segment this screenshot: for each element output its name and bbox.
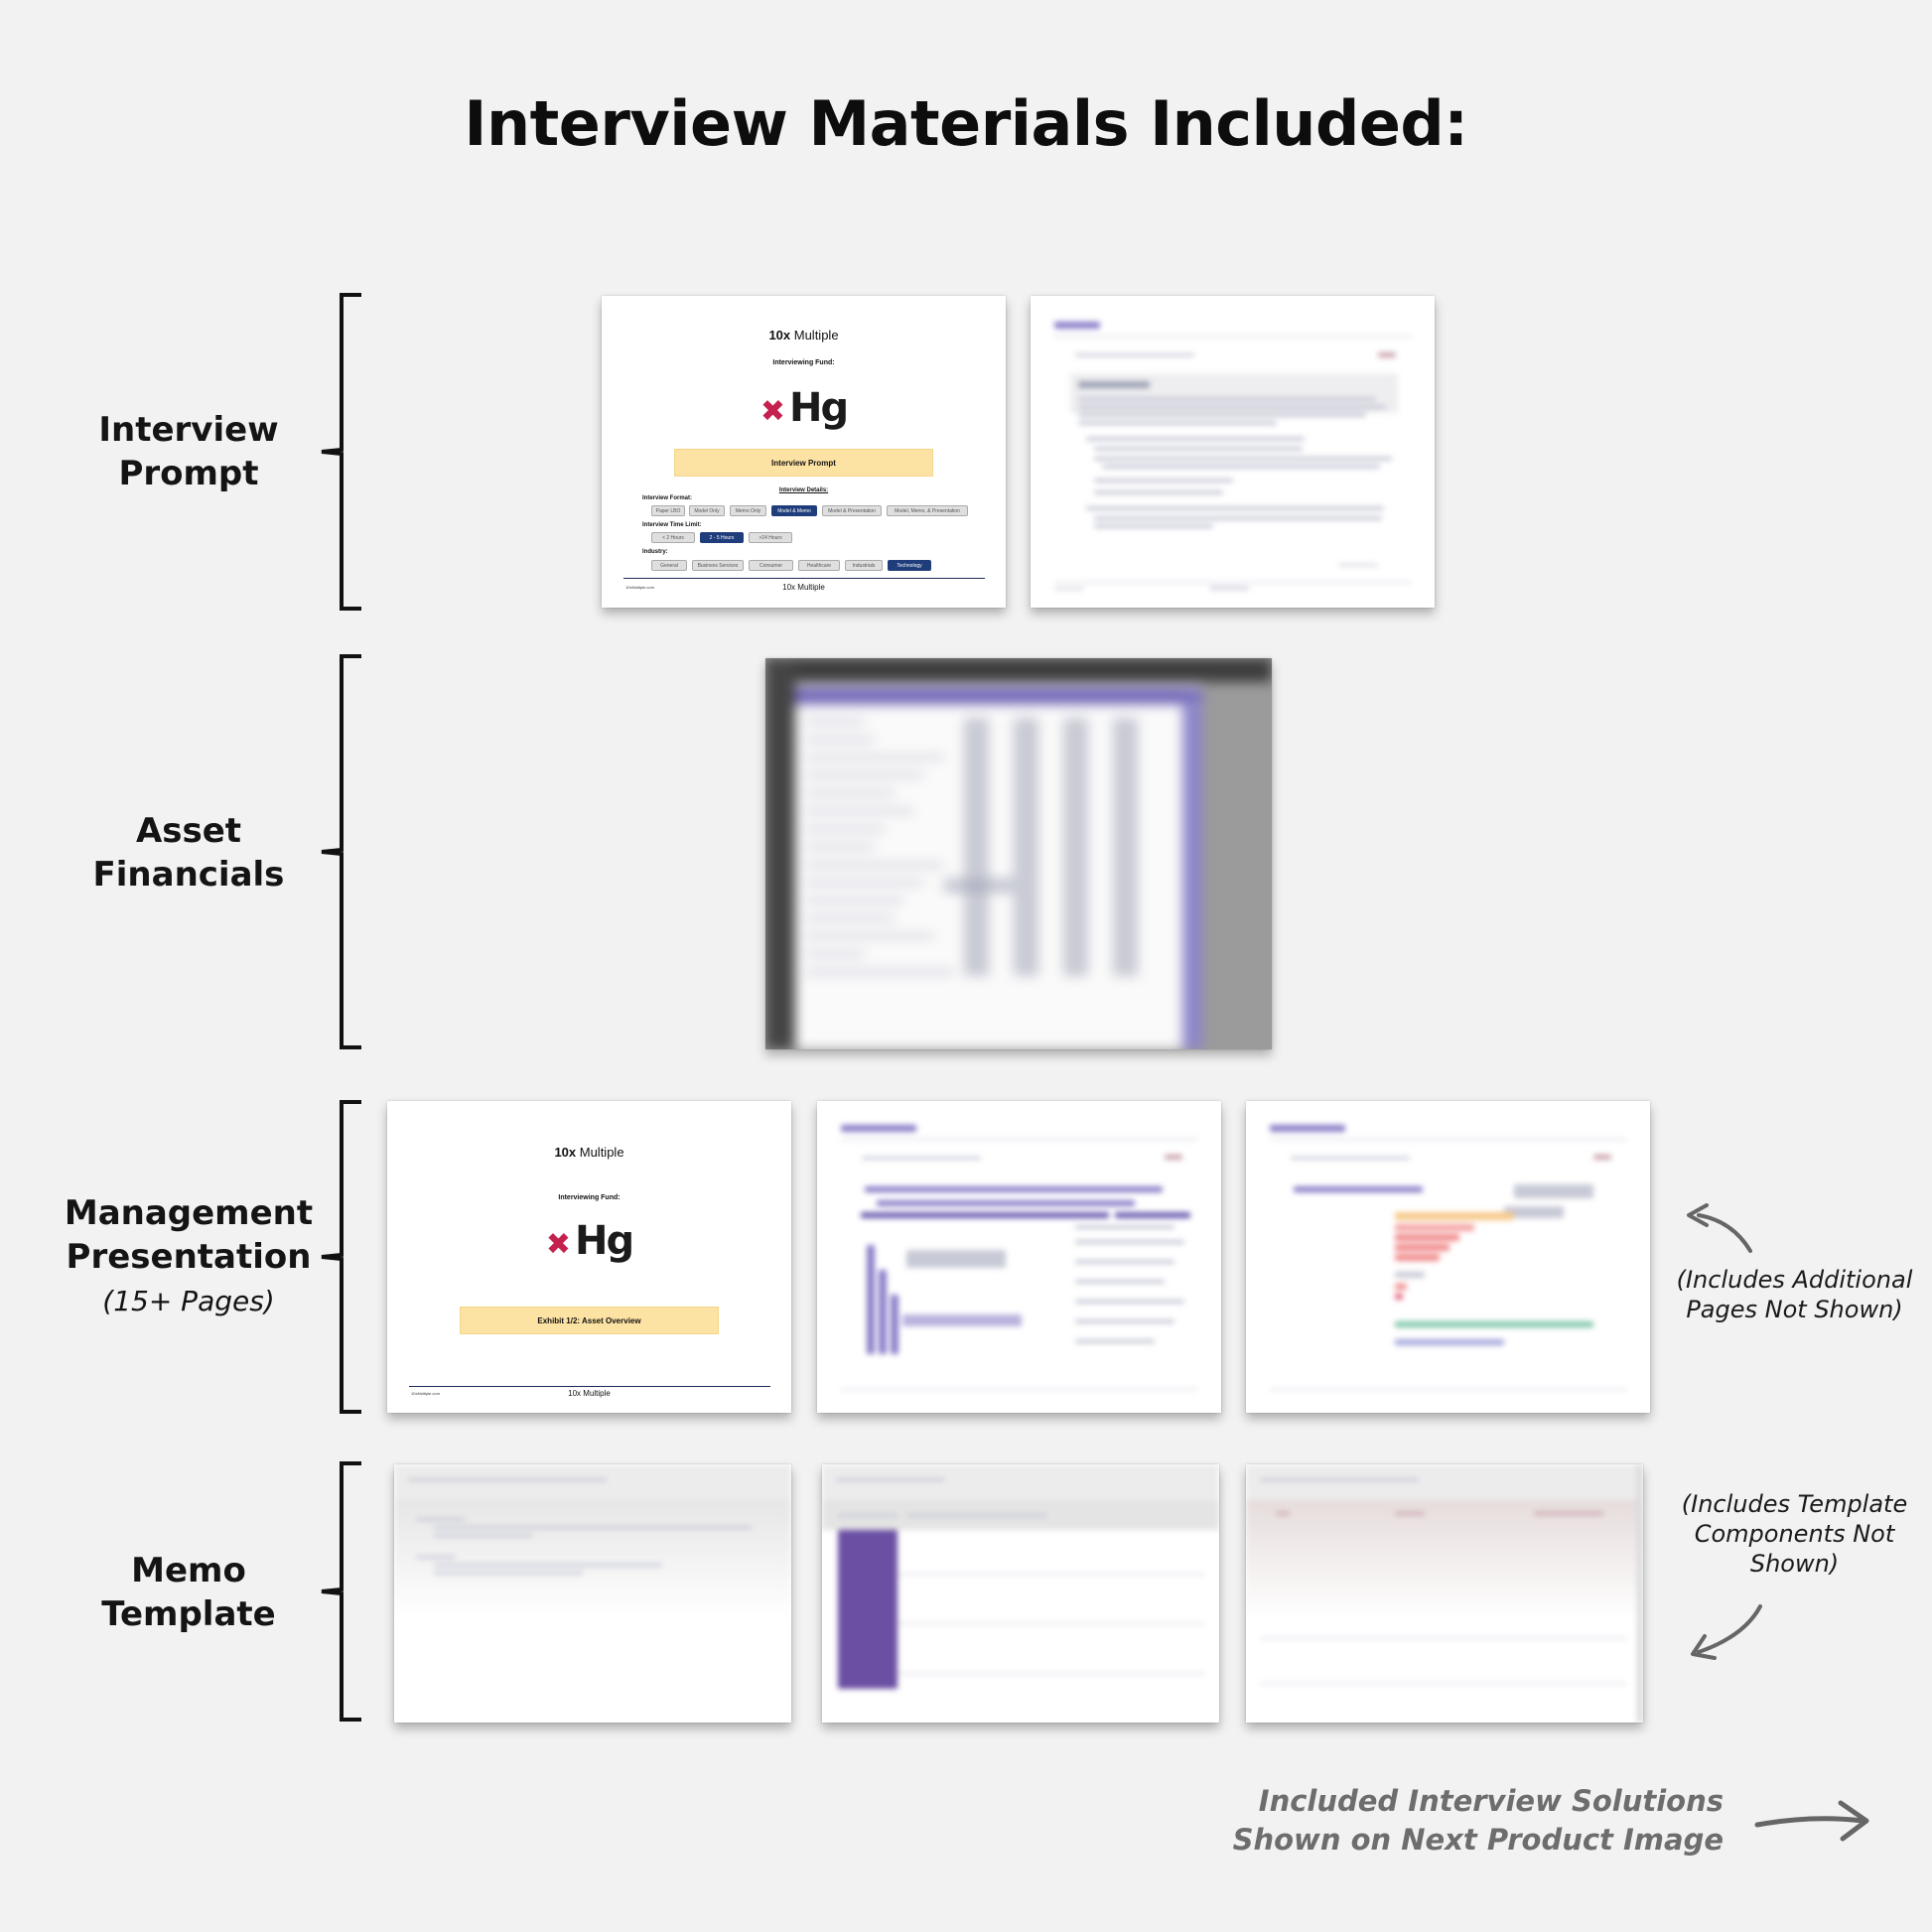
hg-mark-icon: ✖ xyxy=(545,1227,572,1262)
fund-label: Interviewing Fund: xyxy=(558,1194,621,1201)
footer-rule xyxy=(409,1386,770,1387)
industry-chip: Business Services xyxy=(692,560,744,571)
time-chip: >24 Hours xyxy=(749,532,792,543)
presentation-chart-page-blurred xyxy=(1246,1101,1650,1413)
note-solutions-line1: Included Interview Solutions xyxy=(1258,1784,1724,1818)
industry-chip: Industrials xyxy=(845,560,883,571)
industry-chip: Consumer xyxy=(749,560,793,571)
section-label-memo-template: Memo Template xyxy=(40,1549,338,1636)
section-label-interview-prompt: Interview Prompt xyxy=(40,408,338,495)
brand-wordmark: 10x Multiple xyxy=(768,328,839,343)
section-label-subtitle: (15+ Pages) xyxy=(102,1285,275,1317)
section-label-line2: Presentation xyxy=(66,1237,312,1277)
section-label-line2: Financials xyxy=(92,855,285,895)
time-limit-label: Interview Time Limit: xyxy=(642,522,702,528)
section-label-line1: Asset xyxy=(135,811,242,851)
section-label-line2: Prompt xyxy=(118,454,259,493)
memo-template-page-2-blurred xyxy=(822,1464,1219,1723)
industry-label: Industry: xyxy=(642,549,668,555)
prompt-cover-page: 10x Multiple Interviewing Fund: ✖Hg Inte… xyxy=(602,296,1006,608)
format-chip: Paper LBO xyxy=(651,505,685,516)
brace-icon xyxy=(321,654,361,1049)
presentation-banner: Exhibit 1/2: Asset Overview xyxy=(460,1307,719,1334)
footer-url: 10xMultiple.com xyxy=(625,585,654,590)
format-chip: Model, Memo, & Presentation xyxy=(887,505,968,516)
note-solutions: Included Interview Solutions Shown on Ne… xyxy=(1233,1782,1724,1860)
time-chip-selected: 2 - 5 Hours xyxy=(700,532,744,543)
brace-icon xyxy=(321,1461,361,1722)
section-label-asset-financials: Asset Financials xyxy=(40,809,338,897)
industry-chip: Healthcare xyxy=(798,560,840,571)
curved-arrow-up-left-icon xyxy=(1687,1203,1752,1253)
memo-template-page-3-blurred xyxy=(1246,1464,1643,1723)
footer-url: 10xMultiple.com xyxy=(411,1391,440,1396)
format-label: Interview Format: xyxy=(642,495,693,501)
section-label-line1: Interview xyxy=(98,410,279,450)
brace-icon xyxy=(321,293,361,611)
prompt-instructions-page-blurred xyxy=(1031,296,1435,608)
section-label-line1: Memo xyxy=(131,1551,246,1590)
fund-logo: ✖Hg xyxy=(759,385,849,431)
prompt-banner: Interview Prompt xyxy=(674,449,933,477)
note-additional-pages: (Includes Additional Pages Not Shown) xyxy=(1676,1266,1913,1323)
section-label-line1: Management xyxy=(64,1193,314,1233)
asset-financials-spreadsheet-blurred xyxy=(765,658,1272,1049)
industry-chip: General xyxy=(651,560,687,571)
format-chip: Memo Only xyxy=(730,505,766,516)
presentation-cover-page: 10x Multiple Interviewing Fund: ✖Hg Exhi… xyxy=(387,1101,791,1413)
curved-arrow-down-left-icon xyxy=(1691,1604,1762,1660)
details-title: Interview Details: xyxy=(778,487,829,493)
footer-brand: 10x Multiple xyxy=(568,1389,611,1398)
arrow-right-icon xyxy=(1754,1800,1869,1842)
format-chip: Model Only xyxy=(689,505,725,516)
page-title: Interview Materials Included: xyxy=(464,87,1468,160)
time-chip: < 2 Hours xyxy=(651,532,695,543)
fund-label: Interviewing Fund: xyxy=(772,359,835,366)
presentation-exhibit-page-blurred xyxy=(817,1101,1221,1413)
note-solutions-line2: Shown on Next Product Image xyxy=(1232,1823,1724,1857)
footer-brand: 10x Multiple xyxy=(782,583,825,592)
section-label-line2: Template xyxy=(101,1594,276,1634)
hg-mark-icon: ✖ xyxy=(759,394,786,429)
section-label-management-presentation: Management Presentation (15+ Pages) xyxy=(40,1191,338,1324)
fund-logo: ✖Hg xyxy=(545,1218,634,1264)
brand-wordmark: 10x Multiple xyxy=(554,1145,624,1160)
format-chip: Model & Presentation xyxy=(822,505,882,516)
footer-rule xyxy=(623,578,985,579)
industry-chip-selected: Technology xyxy=(888,560,931,571)
format-chip-selected: Model & Memo xyxy=(771,505,817,516)
note-template-components: (Includes Template Components Not Shown) xyxy=(1681,1490,1908,1578)
memo-template-page-1-blurred xyxy=(394,1464,791,1723)
brace-icon xyxy=(321,1100,361,1414)
